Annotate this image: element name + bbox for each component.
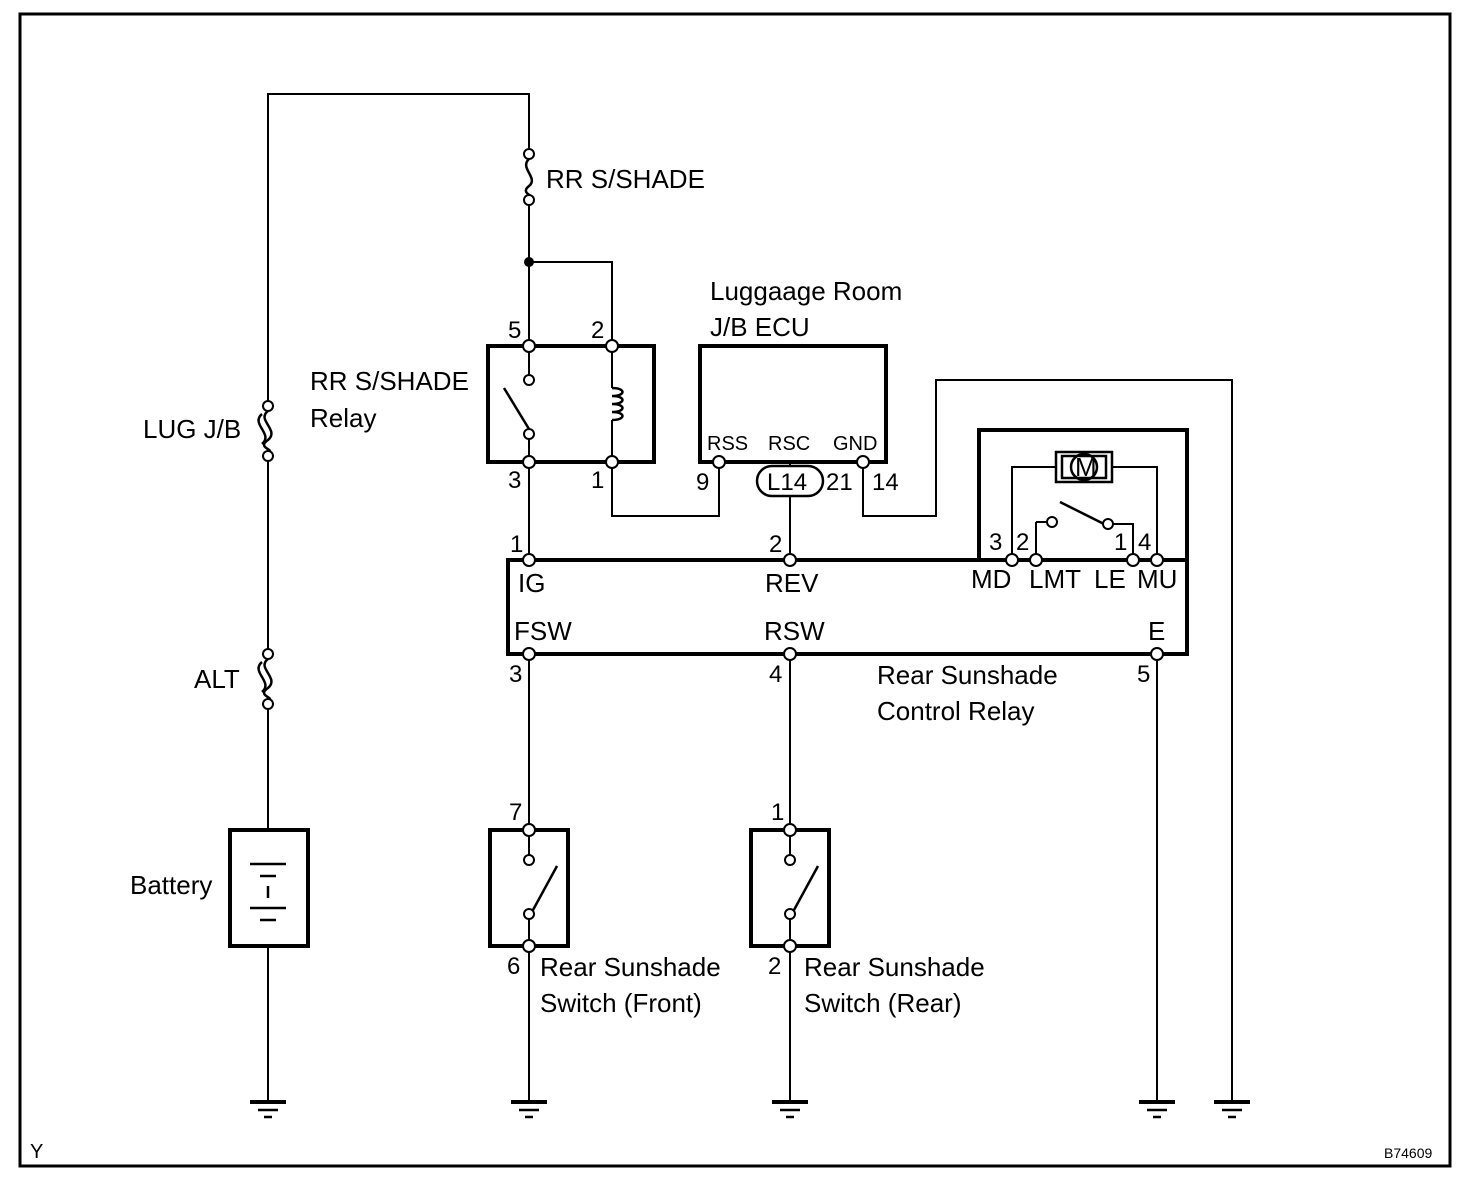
ground-icon xyxy=(1139,1100,1175,1119)
crelay-pin-le: 1 xyxy=(1114,529,1127,556)
rear-sunshade-control-relay xyxy=(506,553,1189,661)
fuse-lug-jb xyxy=(257,400,274,462)
crelay-terminal-le: LE xyxy=(1094,564,1126,594)
switch-rear xyxy=(749,823,831,953)
battery-label: Battery xyxy=(130,870,212,900)
ecu-title-line1: Luggaage Room xyxy=(710,276,902,306)
relay-label-line1: RR S/SHADE xyxy=(310,366,469,396)
crelay-terminal-lmt: LMT xyxy=(1029,564,1081,594)
fuse-lug-jb-label: LUG J/B xyxy=(143,414,241,444)
crelay-pin-rsw: 4 xyxy=(769,661,782,688)
fuse-rr-sshade-label: RR S/SHADE xyxy=(546,164,705,194)
switch-front xyxy=(488,823,570,953)
ecu-pin-14: 14 xyxy=(872,469,899,496)
ecu-pin-21: 21 xyxy=(826,469,853,496)
ground-icon xyxy=(772,1100,808,1119)
fuse-rr-sshade xyxy=(523,148,535,206)
relay-pin-5: 5 xyxy=(508,317,521,344)
fuse-alt xyxy=(257,648,274,710)
figure-code: B74609 xyxy=(1384,1145,1432,1161)
switch-rear-pin-bottom: 2 xyxy=(768,953,781,980)
connector-l14: L14 xyxy=(767,469,807,496)
crelay-pin-ig: 1 xyxy=(510,531,523,558)
ground-icon xyxy=(511,1100,547,1119)
crelay-label-line2: Control Relay xyxy=(877,696,1035,726)
switch-rear-label-line2: Switch (Rear) xyxy=(804,988,961,1018)
crelay-terminal-rsw: RSW xyxy=(764,616,825,646)
battery xyxy=(228,828,310,948)
ecu-terminal-rss: RSS xyxy=(707,433,748,455)
luggage-room-jb-ecu xyxy=(698,344,888,498)
switch-front-label-line2: Switch (Front) xyxy=(540,988,702,1018)
crelay-pin-e: 5 xyxy=(1137,661,1150,688)
relay-label-line2: Relay xyxy=(310,403,376,433)
crelay-pin-rev: 2 xyxy=(769,531,782,558)
fuse-alt-label: ALT xyxy=(194,664,240,694)
sunshade-motor-block xyxy=(977,428,1189,567)
ecu-pin-9: 9 xyxy=(696,469,709,496)
switch-front-pin-top: 7 xyxy=(509,799,522,826)
corner-letter: Y xyxy=(30,1141,43,1163)
relay-pin-3: 3 xyxy=(508,467,521,494)
crelay-terminal-md: MD xyxy=(971,564,1011,594)
crelay-pin-fsw: 3 xyxy=(509,661,522,688)
relay-pin-2: 2 xyxy=(591,317,604,344)
crelay-pin-md: 3 xyxy=(989,529,1002,556)
ground-icon xyxy=(1214,1100,1250,1119)
crelay-terminal-rev: REV xyxy=(765,568,819,598)
crelay-pin-lmt: 2 xyxy=(1016,529,1029,556)
rr-sshade-relay xyxy=(486,339,656,469)
crelay-terminal-e: E xyxy=(1148,616,1165,646)
crelay-label-line1: Rear Sunshade xyxy=(877,660,1058,690)
junction-dot xyxy=(524,257,534,267)
ecu-terminal-gnd: GND xyxy=(833,433,877,455)
diagram-frame xyxy=(18,12,1452,1168)
crelay-terminal-mu: MU xyxy=(1137,564,1177,594)
relay-pin-1: 1 xyxy=(591,467,604,494)
ecu-title-line2: J/B ECU xyxy=(710,312,810,342)
crelay-terminal-ig: IG xyxy=(518,568,545,598)
ecu-terminal-rsc: RSC xyxy=(768,433,810,455)
switch-front-label-line1: Rear Sunshade xyxy=(540,952,721,982)
crelay-terminal-fsw: FSW xyxy=(514,616,572,646)
wires xyxy=(267,93,1233,1100)
switch-front-pin-bottom: 6 xyxy=(507,953,520,980)
switch-rear-label-line1: Rear Sunshade xyxy=(804,952,985,982)
motor-icon-label: M xyxy=(1075,452,1097,482)
crelay-pin-mu: 4 xyxy=(1138,529,1151,556)
ground-icon xyxy=(250,1100,286,1119)
switch-rear-pin-top: 1 xyxy=(771,799,784,826)
